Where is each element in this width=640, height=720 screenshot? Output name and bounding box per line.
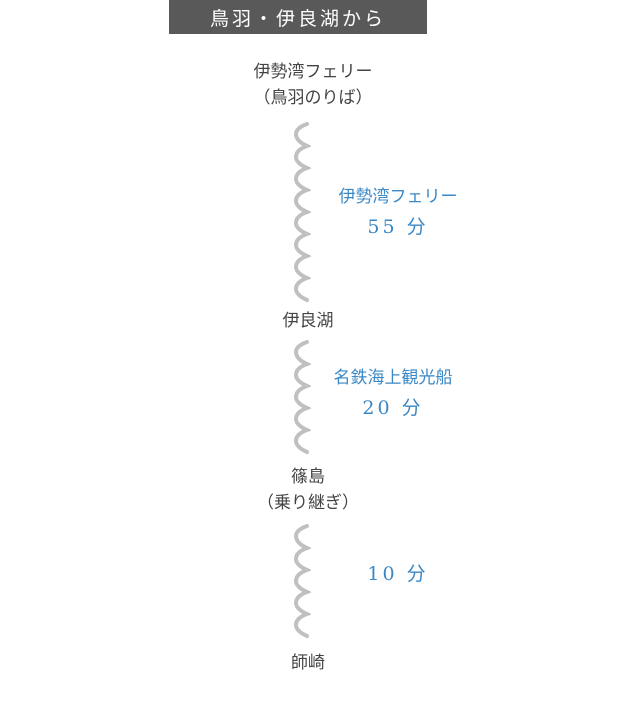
wavy-line-icon (293, 340, 311, 454)
station-name: 篠島 (291, 467, 325, 487)
route-carrier: 名鉄海上観光船 (333, 368, 453, 388)
route-line-1 (293, 122, 311, 304)
header-title: 鳥羽・伊良湖から (209, 7, 386, 30)
route-duration: 20 分 (362, 397, 424, 419)
route-duration: 10 分 (367, 563, 429, 585)
wavy-line-icon (293, 122, 311, 302)
station-toba: 伊勢湾フェリー （鳥羽のりば） (228, 59, 398, 111)
station-shinojima: 篠島 （乗り継ぎ） (238, 464, 378, 516)
section-header: 鳥羽・伊良湖から (169, 0, 427, 34)
station-irago: 伊良湖 (258, 308, 358, 334)
route-line-2 (293, 340, 311, 456)
route-info-1: 伊勢湾フェリー 55 分 (318, 184, 478, 244)
station-name: 伊良湖 (282, 311, 334, 331)
station-name: 師崎 (291, 653, 325, 673)
wavy-line-icon (293, 524, 311, 638)
station-note: （鳥羽のりば） (253, 88, 373, 108)
station-name: 伊勢湾フェリー (253, 62, 373, 82)
station-note: （乗り継ぎ） (257, 493, 359, 513)
route-carrier: 伊勢湾フェリー (338, 187, 458, 207)
route-line-3 (293, 524, 311, 640)
route-info-3: 10 分 (318, 557, 478, 591)
station-morozaki: 師崎 (258, 650, 358, 676)
route-info-2: 名鉄海上観光船 20 分 (313, 365, 473, 425)
route-duration: 55 分 (367, 216, 429, 238)
